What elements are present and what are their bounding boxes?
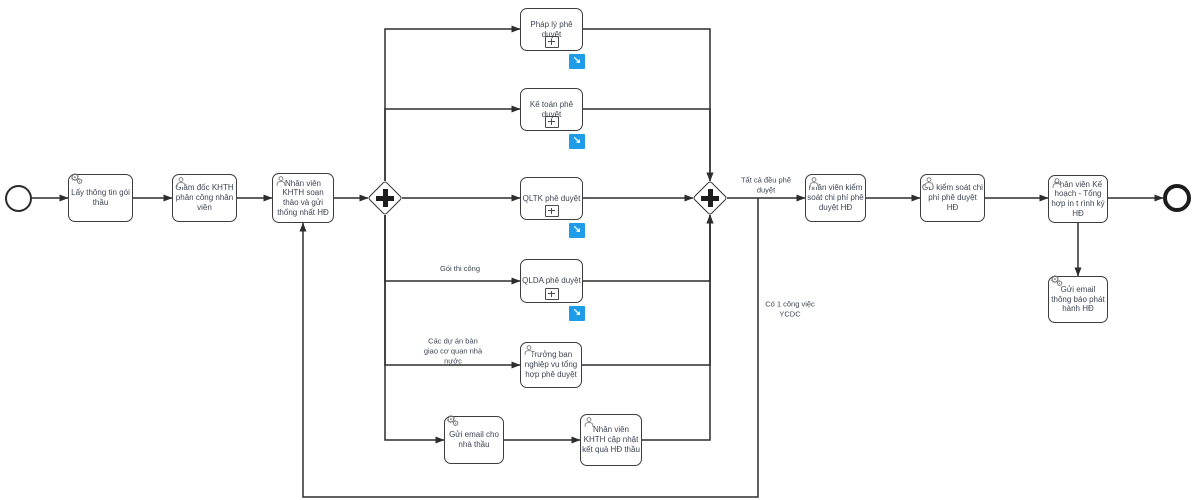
user-icon [275,175,287,187]
subprocess-plus-icon [544,36,559,48]
flow-loop-ycdc[interactable] [299,198,759,498]
task-ke-toan-phe-duyet[interactable]: Kế toán phê duyệt↘ [520,88,585,149]
task-qlda-phe-duyet-label: QLDA phê duyệt [522,276,581,286]
subprocess-plus-icon [544,205,559,217]
task-qlda-phe-duyet[interactable]: QLDA phê duyệt ↘ [520,259,585,321]
task-soan-thao-hd[interactable]: Nhân viên KHTH soạn thảo và gửi thống nh… [272,173,334,223]
user-icon [523,344,535,356]
gateway-split[interactable] [367,180,403,216]
drilldown-badge-icon[interactable]: ↘ [569,134,585,149]
task-gd-kiem-soat[interactable]: GĐ kiểm soát chi phí phê duyệt HĐ [920,174,985,222]
label-co-1-cong-viec-ycdc: Có 1 công việc YCDC [765,299,815,318]
parallel-plus-icon [368,181,402,215]
user-icon [923,176,935,188]
user-icon [1051,177,1063,189]
start-event[interactable] [5,185,32,212]
task-ke-hoach-in-trinh[interactable]: Nhân viên Kế hoạch - Tổng hợp in t rình … [1048,175,1108,223]
task-cap-nhat-ket-qua-label: Nhân viên KHTH cập nhật kết quả HĐ thầu [582,425,640,454]
task-qltk-phe-duyet[interactable]: QLTK phê duyệt ↘ [520,177,585,238]
flow-ke-toan-to-join[interactable] [583,108,714,182]
task-phap-ly-phe-duyet[interactable]: Pháp lý phê duyệt↘ [520,8,585,69]
task-gui-email-phat-hanh[interactable]: ⚙⚙Gửi email thông báo phát hành HĐ [1048,274,1108,323]
end-event[interactable] [1163,184,1191,212]
user-icon [808,176,820,188]
flow-qlda-to-join[interactable] [583,214,714,282]
drilldown-badge-icon[interactable]: ↘ [569,54,585,69]
drilldown-badge-icon[interactable]: ↘ [569,306,585,321]
task-lay-thong-tin-label: Lấy thông tin gói thầu [71,188,130,207]
flow-split-to-phap-ly[interactable] [384,25,521,181]
service-gears-icon: ⚙⚙ [1050,274,1064,288]
task-gui-email-nha-thau[interactable]: ⚙⚙ Gửi email cho nhà thầu [444,414,504,464]
service-gears-icon: ⚙⚙ [70,172,84,186]
gateway-join[interactable] [692,180,728,216]
label-goi-thi-cong: Gói thi công [439,264,481,274]
task-truong-ban-tong-hop[interactable]: Trưởng ban nghiệp vụ tổng hợp phê duyệt [520,342,582,388]
task-giam-doc-phan-cong[interactable]: Giám đốc KHTH phân công nhân viên [172,174,237,222]
flow-split-to-gui-email[interactable] [384,215,445,444]
subprocess-plus-icon [544,116,559,128]
user-icon [583,416,595,428]
task-kiem-soat-chi-phi[interactable]: nhân viên kiểm soát chi phí phê duyệt HĐ [805,174,866,222]
subprocess-plus-icon [544,288,559,300]
label-tat-ca-deu-phe-duyet: Tất cả đều phê duyệt [740,175,792,194]
flow-cap-nhat-to-join[interactable] [642,214,714,441]
label-cac-du-an: Các dự án bàn giao cơ quan nhà nước [423,336,483,365]
task-lay-thong-tin[interactable]: ⚙⚙ Lấy thông tin gói thầu [68,172,133,222]
flow-split-to-ke-toan[interactable] [384,105,521,181]
flow-truong-ban-to-join[interactable] [582,214,714,366]
user-icon [175,176,187,188]
flow-phap-ly-to-join[interactable] [583,28,714,182]
task-qltk-phe-duyet-label: QLTK phê duyệt [522,193,581,203]
drilldown-badge-icon[interactable]: ↘ [569,223,585,238]
task-cap-nhat-ket-qua[interactable]: Nhân viên KHTH cập nhật kết quả HĐ thầu [580,414,642,466]
task-gui-email-nha-thau-label: Gửi email cho nhà thầu [449,430,499,449]
service-gears-icon: ⚙⚙ [446,414,460,428]
task-gui-email-phat-hanh-label: Gửi email thông báo phát hành HĐ [1051,284,1105,314]
parallel-plus-icon [693,181,727,215]
